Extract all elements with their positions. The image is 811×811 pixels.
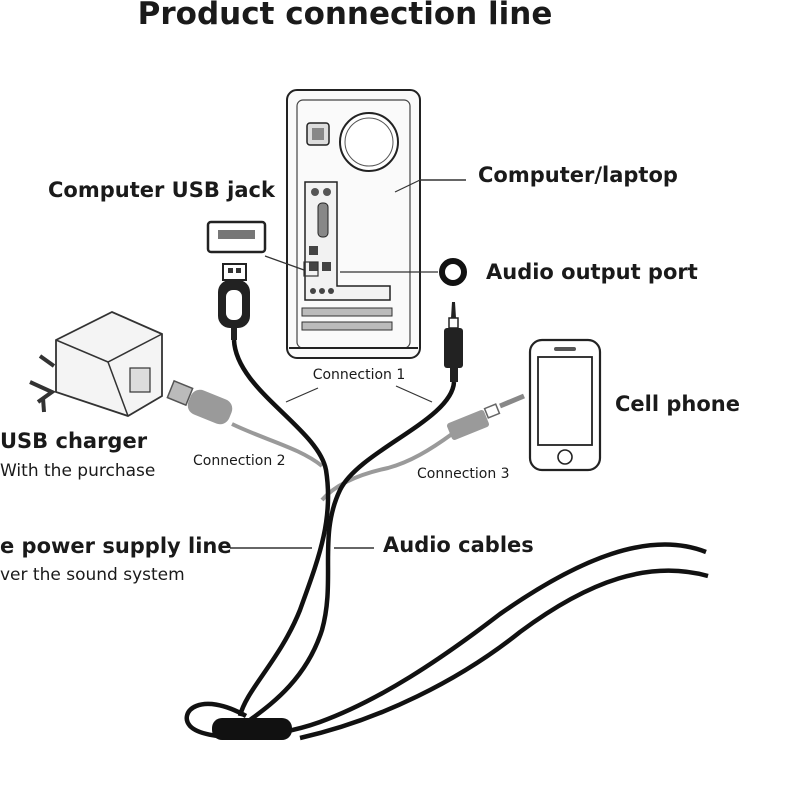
cell-phone-icon <box>528 338 602 472</box>
diagram-title: Product connection line <box>138 0 553 32</box>
label-connection-3: Connection 3 <box>417 466 510 482</box>
label-computer-usb-jack: Computer USB jack <box>48 178 276 202</box>
label-computer-laptop: Computer/laptop <box>478 163 678 187</box>
label-power-supply-note: ver the sound system <box>0 565 185 585</box>
usb-charger-icon <box>29 311 163 417</box>
label-cell-phone: Cell phone <box>615 392 740 416</box>
label-connection-2: Connection 2 <box>193 453 286 469</box>
audio-port-icon <box>439 258 467 286</box>
usb-port-icon <box>206 220 267 254</box>
label-audio-cables: Audio cables <box>383 533 534 557</box>
usb-plug-icon <box>218 263 250 340</box>
usb-plug-icon <box>166 379 233 425</box>
label-power-supply-line: e power supply line <box>0 534 232 558</box>
label-audio-output-port: Audio output port <box>486 260 698 284</box>
label-connection-1: Connection 1 <box>313 367 406 383</box>
computer-tower-icon <box>286 89 421 359</box>
label-usb-charger: USB charger <box>0 429 148 453</box>
audio-jack-icon <box>446 393 525 440</box>
label-usb-charger-note: With the purchase <box>0 461 155 481</box>
audio-jack-icon <box>444 302 463 382</box>
